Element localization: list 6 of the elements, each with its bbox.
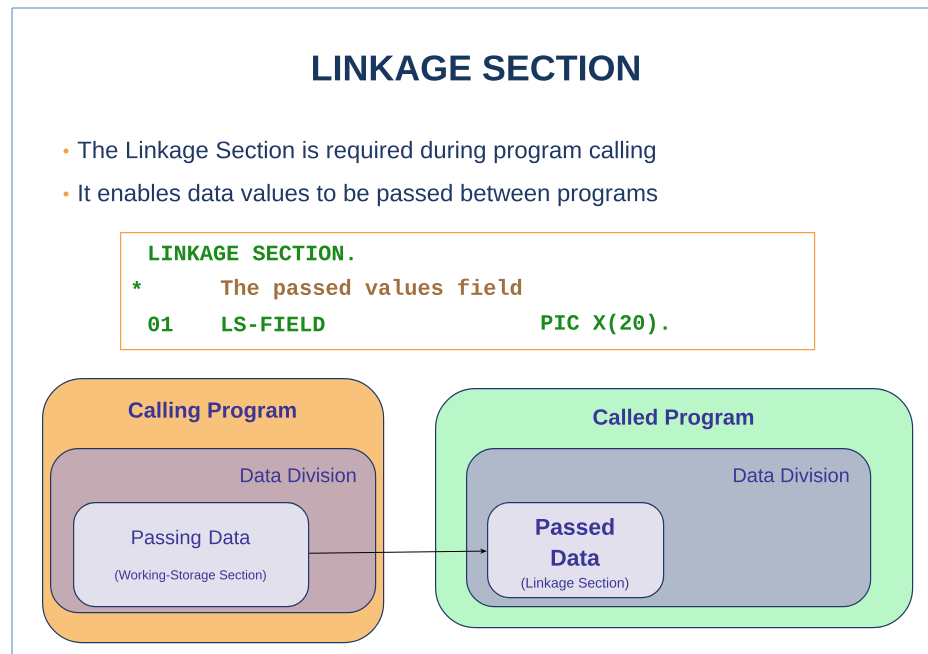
data-box: Passing Data (Working-Storage Section)	[73, 502, 310, 608]
code-box: LINKAGE SECTION. * The passed values field 01 LS-FIELD PIC X(20).	[120, 232, 816, 350]
data-box: Passed Data (Linkage Section)	[487, 502, 664, 598]
bullet-text: The Linkage Section is required during program calling	[78, 140, 655, 164]
title: LINKAGE SECTION	[313, 55, 639, 81]
bullet-text: It enables data values to be passed between programs	[79, 184, 658, 206]
